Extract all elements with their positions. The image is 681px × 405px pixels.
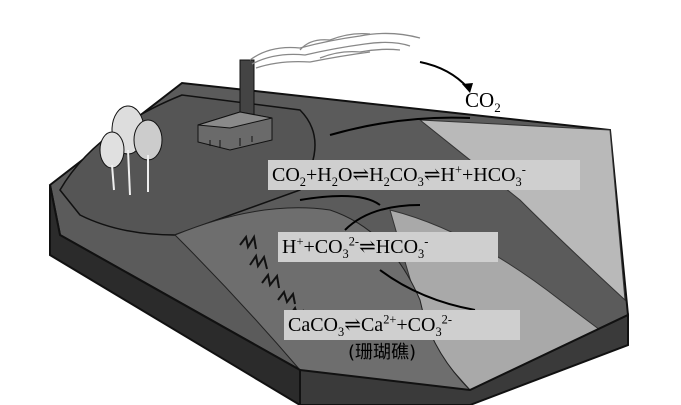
coral-reef-label: (珊瑚礁) <box>348 342 417 363</box>
eq3-background <box>284 310 520 340</box>
block-side-face <box>299 313 629 405</box>
co2-arrow-head <box>462 83 473 93</box>
equation-carbonic-acid: CO2+H2O⇌H2CO3⇌H++HCO3- <box>272 162 526 189</box>
flow-line-4 <box>379 269 476 311</box>
equation-bicarbonate: H++CO32-⇌HCO3- <box>282 234 429 261</box>
flow-line-1 <box>329 116 471 136</box>
equation-calcium-carbonate: CaCO3⇌Ca2++CO32- <box>288 312 452 339</box>
eq2-background <box>278 232 498 262</box>
trees <box>99 105 163 196</box>
smoke <box>249 32 421 69</box>
flow-line-2 <box>299 195 381 206</box>
co2-emission-arrow <box>419 61 469 89</box>
factory <box>197 59 273 151</box>
eq1-background <box>268 160 580 190</box>
flow-line-3 <box>344 204 421 231</box>
sea-area <box>174 207 472 391</box>
co2-label: CO2 <box>465 88 501 116</box>
